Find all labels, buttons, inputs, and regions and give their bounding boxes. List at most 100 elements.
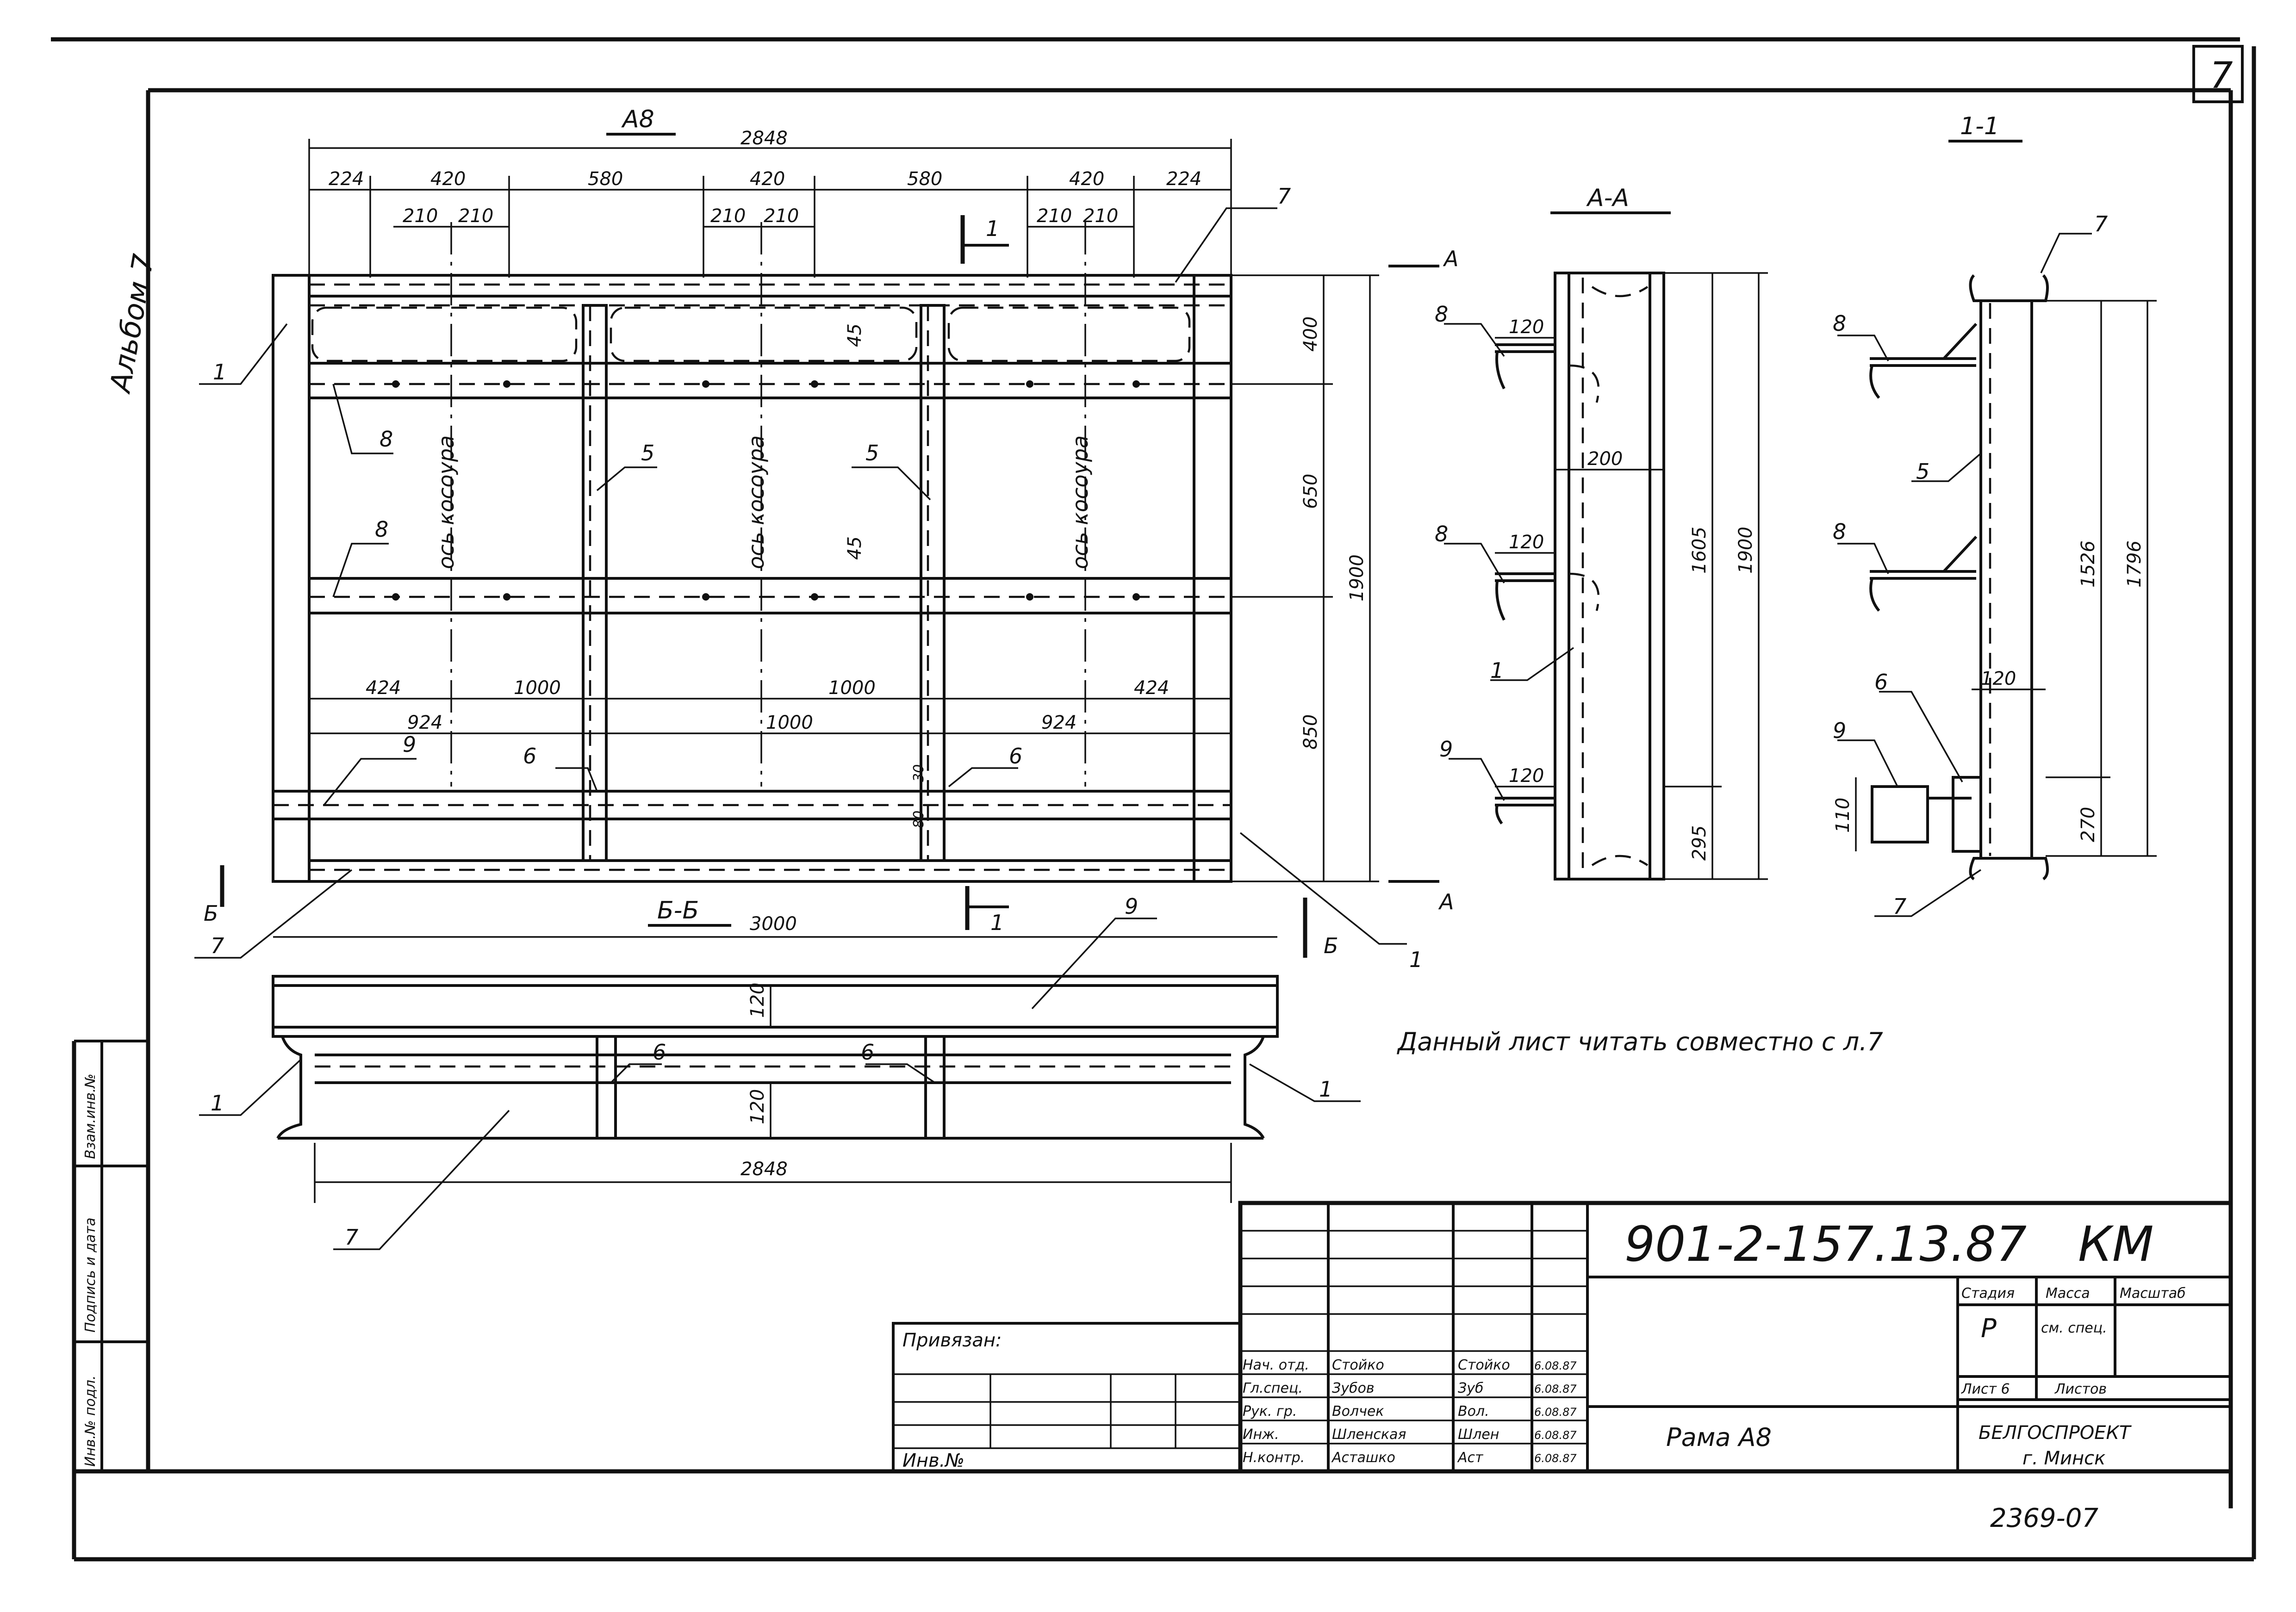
bb-length: 3000	[750, 913, 797, 935]
signer-role: Рук. гр.	[1243, 1403, 1297, 1420]
section-aa: А-А 120 120 120 200 1605 1900 295	[1444, 184, 1768, 880]
axis-label-3: ось косоура	[1068, 435, 1093, 569]
bb-mark-6-right: 6	[861, 1040, 874, 1065]
dim-top-4: 420	[750, 168, 785, 190]
s11-dim-1796: 1796	[2124, 540, 2145, 588]
drawing-name: Рама А8	[1666, 1423, 1772, 1452]
dim-bot1-3: 1000	[828, 677, 876, 699]
dim-bot2-2: 1000	[766, 712, 813, 733]
s11-dim-270: 270	[2078, 807, 2099, 842]
side-sign-date: Подпись и дата	[82, 1218, 99, 1333]
aa-dim-200: 200	[1587, 448, 1623, 470]
mark-main-8-top: 8	[380, 427, 393, 452]
signer-name: Зубов	[1332, 1380, 1375, 1396]
side-stamp	[74, 1040, 148, 1471]
aa-dim-120-a: 120	[1509, 316, 1544, 338]
signer-date: 6.08.87	[1534, 1406, 1577, 1419]
s11-mark-6: 6	[1874, 670, 1888, 694]
s11-dim-110: 110	[1832, 798, 1854, 833]
dim-sub-2: 210	[458, 205, 493, 227]
mark-main-1-right: 1	[1409, 947, 1423, 972]
org-name: БЕЛГОСПРОЕКТ	[1979, 1422, 2132, 1444]
signer-date: 6.08.87	[1534, 1359, 1577, 1372]
mark-main-1-left: 1	[213, 360, 226, 384]
mass-value: см. спец.	[2041, 1320, 2107, 1336]
signer-role: Гл.спец.	[1243, 1380, 1303, 1396]
aa-mark-1: 1	[1490, 658, 1504, 683]
stage-header: Стадия	[1961, 1285, 2015, 1302]
dim-top-6: 420	[1069, 168, 1104, 190]
sheet-number: 7	[2210, 55, 2233, 97]
dim-right-650: 650	[1300, 474, 1321, 509]
bb-mark-9: 9	[1125, 894, 1138, 919]
s11-mark-9: 9	[1833, 718, 1846, 743]
mark-main-8-mid: 8	[375, 517, 388, 542]
axis-label-1: ось косоура	[434, 435, 459, 569]
dim-sub-6: 210	[1083, 205, 1118, 227]
dim-overall: 2848	[740, 128, 788, 149]
scale-header: Масштаб	[2120, 1285, 2186, 1302]
aa-mark-8-mid: 8	[1435, 521, 1448, 546]
mark-main-6-right: 6	[1009, 744, 1022, 769]
aa-dim-120-c: 120	[1509, 765, 1544, 787]
mass-header: Масса	[2046, 1285, 2090, 1302]
signer-name: Шленская	[1332, 1426, 1406, 1443]
dim-80: 80	[911, 811, 927, 828]
section-11: 1-1 1526 1796 270 120 110	[1832, 112, 2157, 917]
dim-right-1900: 1900	[1346, 554, 1368, 601]
dim-sub-4: 210	[764, 205, 799, 227]
dim-sub-5: 210	[1037, 205, 1072, 227]
s11-mark-8-top: 8	[1833, 311, 1846, 336]
mark-main-7-top: 7	[1277, 184, 1291, 209]
dim-top-3: 580	[588, 168, 623, 190]
doc-mark: КМ	[2078, 1216, 2154, 1272]
cut-b-right: Б	[1324, 933, 1338, 958]
side-replace-inv: Взам.инв.№	[82, 1073, 99, 1159]
dim-right-400: 400	[1300, 316, 1321, 352]
dim-sub-1: 210	[403, 205, 438, 227]
dim-bot2-3: 924	[1041, 712, 1076, 733]
inv-label: Инв.№	[902, 1450, 964, 1471]
cut-a-bottom: А	[1438, 889, 1454, 914]
aa-dim-1605: 1605	[1689, 527, 1710, 574]
bb-dim-120-bottom: 120	[747, 1089, 768, 1124]
aa-mark-9: 9	[1439, 737, 1453, 762]
s11-dim-120: 120	[1981, 668, 2016, 689]
s11-mark-7-bottom: 7	[1893, 894, 1906, 919]
bb-title: Б-Б	[657, 897, 699, 924]
signer-date: 6.08.87	[1534, 1429, 1577, 1442]
s11-mark-5: 5	[1916, 459, 1929, 484]
dim-45-b: 45	[844, 536, 865, 560]
doc-code: 901-2-157.13.87	[1624, 1216, 2027, 1272]
dim-45-a: 45	[844, 323, 865, 347]
doc-number: 2369-07	[1990, 1503, 2098, 1533]
dim-right-850: 850	[1300, 714, 1321, 750]
signer-name: Стойко	[1332, 1357, 1384, 1373]
bb-dim-120-top: 120	[747, 983, 768, 1018]
signer-sign: Зуб	[1458, 1380, 1484, 1396]
bb-mark-1-left: 1	[211, 1091, 224, 1116]
side-inv-orig: Инв.№ подл.	[82, 1376, 99, 1467]
dim-top-2: 420	[430, 168, 466, 190]
signer-role: Нач. отд.	[1243, 1357, 1309, 1373]
aa-dim-120-b: 120	[1509, 532, 1544, 553]
cut-1-bottom: 1	[990, 910, 1004, 935]
signer-role: Инж.	[1243, 1426, 1279, 1443]
aa-mark-8-top: 8	[1435, 302, 1448, 327]
album-label: Альбом 7	[103, 252, 161, 397]
bb-dim-2848: 2848	[740, 1159, 788, 1180]
signer-date: 6.08.87	[1534, 1452, 1577, 1465]
aa-dim-1900: 1900	[1735, 527, 1756, 574]
mark-main-6-left: 6	[523, 744, 536, 769]
aa-title: А-А	[1586, 184, 1629, 212]
axis-label-2: ось косоура	[744, 435, 769, 569]
org-city: г. Минск	[2022, 1448, 2105, 1469]
sheet-header: Лист 6	[1961, 1381, 2010, 1397]
main-view: А8 2848 224 420 580 420 580 420 224 210 …	[194, 105, 1458, 959]
dim-top-1: 224	[329, 168, 364, 190]
mark-main-9: 9	[403, 732, 416, 757]
cut-1-top: 1	[986, 216, 999, 241]
signer-date: 6.08.87	[1534, 1383, 1577, 1395]
signer-sign: Аст	[1457, 1450, 1484, 1466]
